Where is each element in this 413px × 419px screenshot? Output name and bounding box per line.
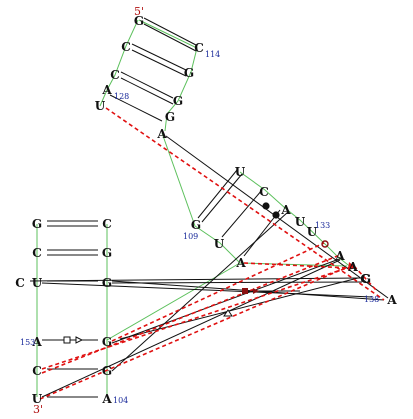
mark-dot-1 [262, 202, 270, 210]
nt-a-mid-4: A [347, 260, 358, 274]
tertiary-a-to-g-right [111, 281, 363, 284]
pos-133: 133 [315, 221, 330, 230]
nt-a-mid-3: A [334, 249, 345, 263]
position-numbers: 114 128 109 133 138 153 104 [20, 50, 379, 405]
mark-triangle-up [223, 309, 233, 317]
noncanonical-pairs [39, 107, 385, 400]
nt-c-left-4: C [32, 364, 42, 378]
nc-c-to-a-right-2 [41, 254, 341, 374]
mark-red-triangle [348, 262, 356, 270]
pos-104: 104 [113, 396, 128, 405]
pos-109: 109 [183, 232, 198, 241]
nc-a-to-g [111, 242, 325, 342]
nt-c-left-3: C [15, 276, 25, 290]
backbone-left-strand [99, 19, 139, 107]
mark-arrow [253, 288, 259, 294]
pair-top-2a [131, 43, 187, 71]
pair-mid-1a [197, 169, 238, 219]
nucleotide-labels: G C C G C G A G U A U C A U U G U A A A … [15, 14, 397, 406]
nt-a-top: A [101, 83, 112, 97]
nt-a-top-2: A [156, 127, 167, 141]
nt-g-left-5: G [102, 364, 112, 378]
pair-top-1a [143, 17, 197, 46]
nt-u-mid-1: U [235, 165, 246, 179]
pos-128: 128 [114, 92, 129, 101]
nc-u-top-to-a-right [105, 107, 385, 301]
backbone-junction-lower [194, 225, 348, 267]
nt-g-left-4: G [102, 335, 112, 349]
tertiary-g-mid-to-c [119, 277, 359, 340]
nt-a-mid-2: A [235, 256, 246, 270]
tertiary-u-to-a-mid [41, 259, 341, 398]
pair-top-3b [120, 77, 174, 105]
nc-c-to-a-right-1 [41, 265, 354, 370]
nt-c-top-2: C [121, 40, 131, 54]
nc-a-mid-to-a [243, 262, 351, 269]
mark-dot-2 [272, 211, 280, 219]
nt-g-mid-1: G [191, 218, 201, 232]
nt-a-right: A [386, 293, 397, 307]
nt-c-left-2: C [32, 246, 42, 260]
backbone-internal-loop [239, 171, 353, 269]
backbone-right-strand [138, 19, 198, 132]
backbone-cross [106, 262, 241, 341]
pair-top-3a [120, 71, 174, 99]
nt-g-top-2: G [184, 66, 194, 80]
nt-u-left-2: U [32, 392, 43, 406]
tertiary-c-to-a-mid [111, 211, 289, 372]
mark-ring [321, 240, 329, 248]
nt-g-top-4: G [165, 110, 175, 124]
nt-g-left-1: G [32, 217, 42, 231]
nt-c-top-1: C [194, 41, 204, 55]
nt-c-mid-1: C [259, 185, 269, 199]
nt-u-top-1: U [95, 99, 106, 113]
nt-g-top-1: G [134, 14, 144, 28]
nt-c-top-3: C [110, 68, 120, 82]
terminal-labels: 5' 3' [33, 5, 144, 416]
nt-a-left-2: A [101, 392, 112, 406]
nt-a-left-1: A [31, 335, 42, 349]
nt-u-mid-2: U [295, 215, 306, 229]
pos-153: 153 [20, 338, 35, 347]
nt-g-left-2: G [102, 246, 112, 260]
nt-u-mid-3: U [307, 225, 318, 239]
pair-top-1b [143, 23, 197, 52]
nt-a-mid-1: A [280, 203, 291, 217]
nt-u-left-1: U [32, 276, 43, 290]
nt-c-left-1: C [102, 217, 112, 231]
pair-top-4 [109, 94, 163, 122]
nt-g-top-3: G [173, 94, 183, 108]
annotation-marks [63, 202, 356, 344]
tertiary-cu-to-138 [41, 282, 373, 298]
mark-triangle-right [75, 336, 84, 344]
pair-top-2b [131, 49, 187, 77]
nt-g-left-3: G [102, 276, 112, 290]
five-prime-label: 5' [134, 5, 144, 18]
nt-u-mid-4: U [214, 237, 225, 251]
pos-114: 114 [205, 50, 220, 59]
tertiary-lines [29, 135, 389, 398]
pair-mid-1b [201, 173, 243, 223]
tertiary-cu-to-g-right [29, 277, 361, 282]
backbone-junction-upper [161, 132, 196, 227]
nc-u-to-c [39, 265, 351, 400]
nc-a-right-to-g [353, 265, 377, 291]
nt-g-mid-2: G [361, 272, 371, 286]
nt-a-left-3: A [347, 260, 358, 274]
pos-138: 138 [364, 295, 379, 304]
pair-mid-2 [221, 189, 263, 238]
mark-square-1 [242, 288, 248, 294]
three-prime-label: 3' [33, 403, 43, 416]
mark-square-2 [63, 336, 71, 344]
nt-c-left-5: C [360, 272, 370, 286]
